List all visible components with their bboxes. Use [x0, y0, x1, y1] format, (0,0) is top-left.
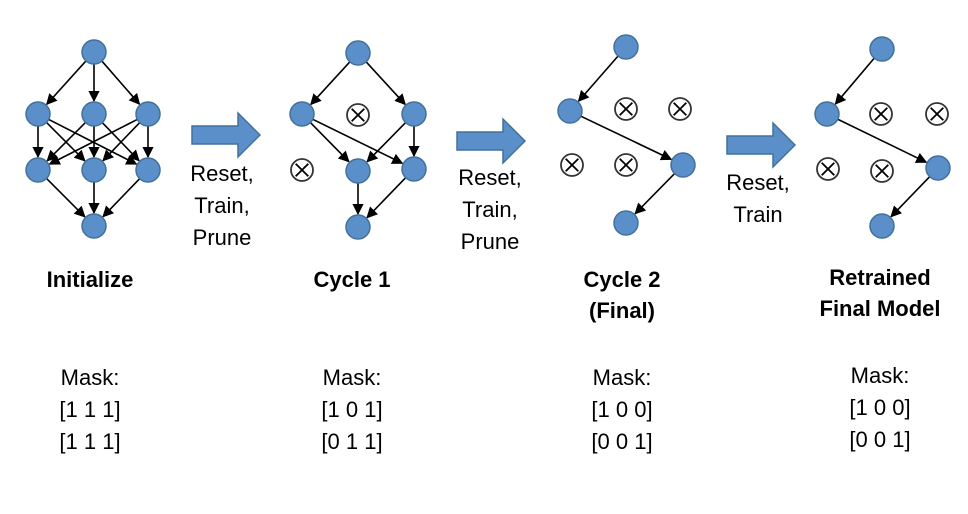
- transition-3-line-2: Train: [733, 202, 782, 227]
- pruned-node: [614, 153, 638, 177]
- network-stage-2: [289, 40, 427, 240]
- edge: [834, 57, 875, 105]
- active-node: [401, 101, 427, 127]
- pruned-node: [668, 97, 692, 121]
- mask-row-1-cycle-2: [1 0 0]: [591, 397, 652, 422]
- edge: [310, 61, 351, 106]
- active-node: [25, 101, 51, 127]
- stage-title-cycle-2: Cycle 2: [583, 267, 660, 292]
- active-node: [345, 214, 371, 240]
- edge: [48, 118, 138, 165]
- networks: [25, 34, 951, 240]
- edge: [577, 55, 619, 103]
- edge: [580, 115, 673, 161]
- mask-label-initialize: Mask:: [61, 365, 120, 390]
- mask-row-2-cycle-1: [0 1 1]: [321, 429, 382, 454]
- active-node: [345, 40, 371, 66]
- edge: [890, 176, 931, 218]
- edge: [101, 60, 141, 106]
- pruned-node: [925, 102, 949, 126]
- mask-row-2-initialize: [1 1 1]: [59, 429, 120, 454]
- transition-arrows: [191, 111, 797, 169]
- edge: [312, 118, 404, 164]
- transition-2-line-1: Reset,: [458, 165, 522, 190]
- transition-1-line-1: Reset,: [190, 161, 254, 186]
- network-stage-3: [557, 34, 696, 236]
- active-node: [81, 213, 107, 239]
- mask-row-1-cycle-1: [1 0 1]: [321, 397, 382, 422]
- edge: [45, 177, 86, 218]
- stage-title-retrained-sub: Final Model: [820, 296, 941, 321]
- edge: [366, 121, 407, 163]
- edge: [837, 118, 928, 164]
- active-node: [81, 157, 107, 183]
- active-node: [925, 155, 951, 181]
- pruned-node: [614, 97, 638, 121]
- stage-title-retrained: Retrained: [829, 265, 930, 290]
- active-node: [135, 101, 161, 127]
- active-node: [670, 152, 696, 178]
- network-stage-4: [814, 36, 951, 239]
- transition-arrow-1: [191, 111, 262, 159]
- stage-title-initialize: Initialize: [47, 267, 134, 292]
- edge: [309, 121, 350, 163]
- active-node: [869, 36, 895, 62]
- pruned-node: [870, 159, 894, 183]
- active-node: [401, 156, 427, 182]
- edge: [365, 61, 406, 106]
- transition-3-line-1: Reset,: [726, 170, 790, 195]
- active-node: [135, 157, 161, 183]
- edge: [45, 60, 87, 106]
- active-node: [557, 98, 583, 124]
- mask-label-cycle-2: Mask:: [593, 365, 652, 390]
- active-node: [613, 210, 639, 236]
- mask-row-1-retrained: [1 0 0]: [849, 395, 910, 420]
- active-node: [81, 39, 107, 65]
- active-node: [25, 157, 51, 183]
- mask-label-cycle-1: Mask:: [323, 365, 382, 390]
- active-node: [289, 101, 315, 127]
- pruned-node: [346, 103, 370, 127]
- pruned-node: [869, 102, 893, 126]
- transition-arrow-3: [726, 121, 797, 169]
- active-node: [814, 101, 840, 127]
- edge: [634, 172, 676, 215]
- stage-title-cycle-1: Cycle 1: [313, 267, 390, 292]
- pruned-node: [560, 153, 584, 177]
- mask-row-1-initialize: [1 1 1]: [59, 397, 120, 422]
- transition-1-line-2: Train,: [194, 193, 249, 218]
- pruned-node: [290, 158, 314, 182]
- active-node: [345, 158, 371, 184]
- active-node: [613, 34, 639, 60]
- pruned-node: [816, 157, 840, 181]
- stage-title-cycle-2-sub: (Final): [589, 298, 655, 323]
- active-node: [869, 213, 895, 239]
- mask-label-retrained: Mask:: [851, 363, 910, 388]
- transition-1-line-3: Prune: [193, 225, 252, 250]
- edge: [102, 122, 141, 162]
- edge: [366, 177, 407, 219]
- active-node: [81, 101, 107, 127]
- mask-row-2-cycle-2: [0 0 1]: [591, 429, 652, 454]
- edge: [102, 178, 141, 218]
- transition-arrow-2: [456, 117, 527, 165]
- network-stage-1: [25, 39, 161, 239]
- edge: [46, 121, 87, 162]
- transition-2-line-2: Train,: [462, 197, 517, 222]
- transition-2-line-3: Prune: [461, 229, 520, 254]
- mask-row-2-retrained: [0 0 1]: [849, 427, 910, 452]
